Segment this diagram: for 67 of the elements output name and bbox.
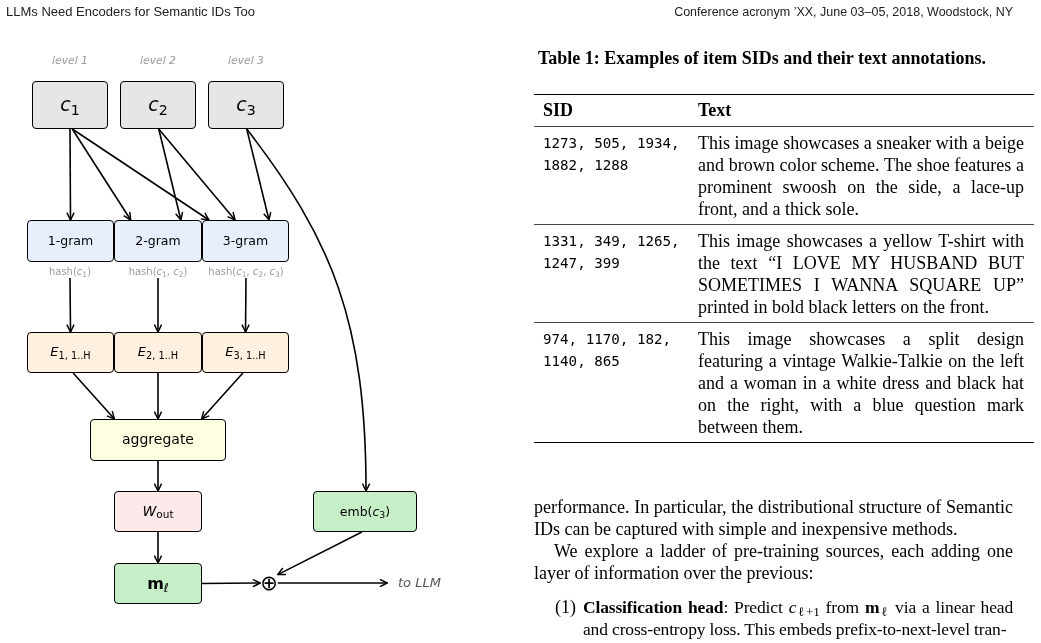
annotation-text: This image showcases a yellow T-shirt with the text “I LOVE MY HUSBAND BUT SOMETIMES I WANNA SQUARE UP” printed in bold black letters on the front.: [698, 230, 1025, 318]
box-label: c$_{2}$: [148, 93, 168, 117]
box-label: aggregate: [122, 431, 194, 449]
arrow: [66, 277, 75, 333]
box-label: E$_{3, 1..H}$: [225, 344, 266, 361]
arrow: [157, 128, 184, 221]
box-label: E$_{1, 1..H}$: [50, 344, 91, 361]
running-header: Conference acronym ’XX, June 03–05, 2018, Woodstock, NY: [674, 4, 1013, 20]
sid-value: 1273, 505, 1934, 1882, 1288: [542, 134, 681, 175]
box-label: E$_{2, 1..H}$: [137, 344, 179, 361]
embedding-table-box: [114, 332, 202, 373]
code-box: [120, 81, 196, 129]
column-header: SID: [542, 99, 574, 121]
embedding-table-box: [202, 332, 289, 373]
aggregate-box: [90, 419, 226, 461]
plus-operator: ⊕: [260, 572, 278, 594]
sid-value: 1331, 349, 1265, 1247, 399: [542, 232, 681, 273]
box-label: c$_{3}$: [236, 93, 256, 117]
arrow: [153, 372, 163, 420]
projection-box: [114, 491, 202, 532]
arrow: [153, 531, 163, 564]
embedding-table-box: [27, 332, 114, 373]
arrow: [200, 372, 244, 420]
sid-value: 974, 1170, 182, 1140, 865: [542, 330, 673, 371]
arrow: [157, 128, 236, 221]
arrow: [153, 277, 163, 333]
arrow: [72, 372, 116, 420]
table-caption: Table 1: Examples of item SIDs and their text annotations.: [538, 47, 987, 69]
running-header: LLMs Need Encoders for Semantic IDs Too: [6, 4, 256, 20]
list-number: (1): [555, 596, 577, 619]
arrow: [71, 128, 210, 221]
body-paragraph: performance. In particular, the distributional structure of Semantic IDs can be captured with simple and inexpensive methods.: [534, 496, 1013, 540]
hash-label: hash(c$_{1}$, c$_{2}$): [128, 265, 188, 278]
box-label: m$_{ℓ}$: [147, 573, 169, 594]
box-label: 1-gram: [47, 233, 94, 249]
body-paragraph: We explore a ladder of pre-training sources, each adding one layer of information over the previous:: [534, 540, 1013, 584]
ngram-box: [202, 220, 289, 262]
box-label: emb(c$_{3}$): [339, 503, 391, 520]
arrow: [241, 277, 250, 333]
hash-label: hash(c$_{1}$): [48, 265, 92, 278]
box-label: 3-gram: [222, 233, 269, 249]
code-box: [32, 81, 108, 129]
level-label: level 2: [140, 54, 176, 68]
annotation-text: This image showcases a sneaker with a beige and brown color scheme. The shoe features a prominent swoosh on the side, a lace-up front, and a thick sole.: [698, 132, 1025, 220]
annotation-text: This image showcases a split design featuring a vintage Walkie-Talkie on the left and a woman in a white dress and black hat on the right, with a blue question mark between them.: [698, 328, 1025, 438]
arrow: [277, 578, 389, 588]
list-item-text: Classification head: Predict c$_{ℓ+1}$ from m$_{ℓ}$ via a linear head and cross-entropy loss. This embeds prefix-to-next-level tran-: [583, 596, 1013, 640]
arrow: [71, 128, 132, 221]
box-label: 2-gram: [135, 233, 181, 249]
arrow: [66, 128, 75, 221]
level-label: level 1: [52, 54, 88, 68]
arrow: [277, 531, 363, 576]
level-label: level 3: [228, 54, 264, 68]
hash-label: hash(c$_{1}$, c$_{2}$, c$_{3}$): [208, 265, 284, 278]
arrow: [245, 128, 272, 221]
ngram-box: [114, 220, 202, 262]
arrow: [245, 128, 371, 492]
arrow: [153, 460, 163, 492]
box-label: c$_{1}$: [60, 93, 80, 117]
embedding-box: [313, 491, 417, 532]
arrow: [201, 578, 261, 588]
code-box: [208, 81, 284, 129]
vector-box: [114, 563, 202, 604]
ngram-box: [27, 220, 114, 262]
box-label: W$_{out}$: [142, 502, 174, 521]
column-header: Text: [698, 99, 733, 121]
output-label: to LLM: [398, 575, 441, 591]
